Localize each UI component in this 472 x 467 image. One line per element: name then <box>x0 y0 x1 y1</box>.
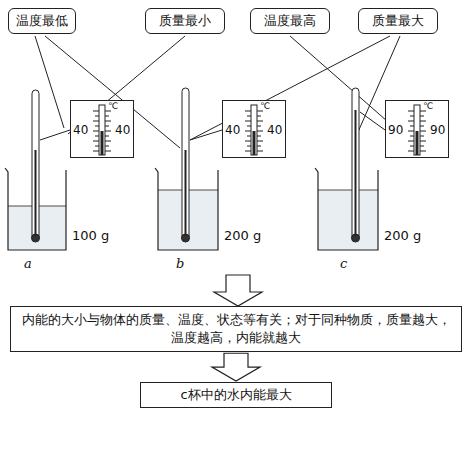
statement-text: c杯中的水内能最大 <box>147 387 325 403</box>
scale-zoom-box: ℃ 40 40 <box>70 100 134 158</box>
scale-number: 40 <box>225 123 240 137</box>
statement-text: 内能的大小与物体的质量、温度、状态等有关；对于同种物质，质量越大，温度越高，内能… <box>19 311 453 347</box>
callout-box: 质量最小 <box>145 8 225 34</box>
rule-box: 内能的大小与物体的质量、温度、状态等有关；对于同种物质，质量越大，温度越高，内能… <box>10 306 462 352</box>
callout-text: 温度最高 <box>257 13 323 29</box>
callout-text: 质量最大 <box>365 13 431 29</box>
scale-number: 40 <box>115 123 130 137</box>
mass-label: 100 g <box>72 228 109 243</box>
mass-label: 200 g <box>224 228 261 243</box>
scale-number: 40 <box>267 123 282 137</box>
callout-text: 质量最小 <box>152 13 218 29</box>
mass-label: 200 g <box>384 228 421 243</box>
leader-line <box>290 36 395 128</box>
thermometer <box>352 88 360 242</box>
block-arrow <box>214 275 262 306</box>
leader-line <box>190 36 390 140</box>
scale-zoom-box: ℃ 90 90 <box>385 100 449 158</box>
callout-box: 质量最大 <box>358 8 438 34</box>
beaker-letter: c <box>340 256 347 271</box>
scale-number: 40 <box>73 123 88 137</box>
conclusion-box: c杯中的水内能最大 <box>140 382 332 408</box>
callout-text: 温度最低 <box>15 13 69 29</box>
callout-box: 温度最低 <box>8 8 76 34</box>
unit-label: ℃ <box>108 101 118 112</box>
unit-label: ℃ <box>260 101 270 112</box>
scale-zoom-box: ℃ 40 40 <box>222 100 286 158</box>
block-arrow <box>212 353 260 381</box>
unit-label: ℃ <box>423 101 433 112</box>
scale-number: 90 <box>430 123 445 137</box>
callout-box: 温度最高 <box>250 8 330 34</box>
beaker-letter: a <box>24 256 32 271</box>
beaker-letter: b <box>176 256 184 271</box>
thermometer <box>182 88 190 242</box>
beaker-c <box>315 168 378 250</box>
thermometer <box>32 90 40 242</box>
scale-number: 90 <box>388 123 403 137</box>
